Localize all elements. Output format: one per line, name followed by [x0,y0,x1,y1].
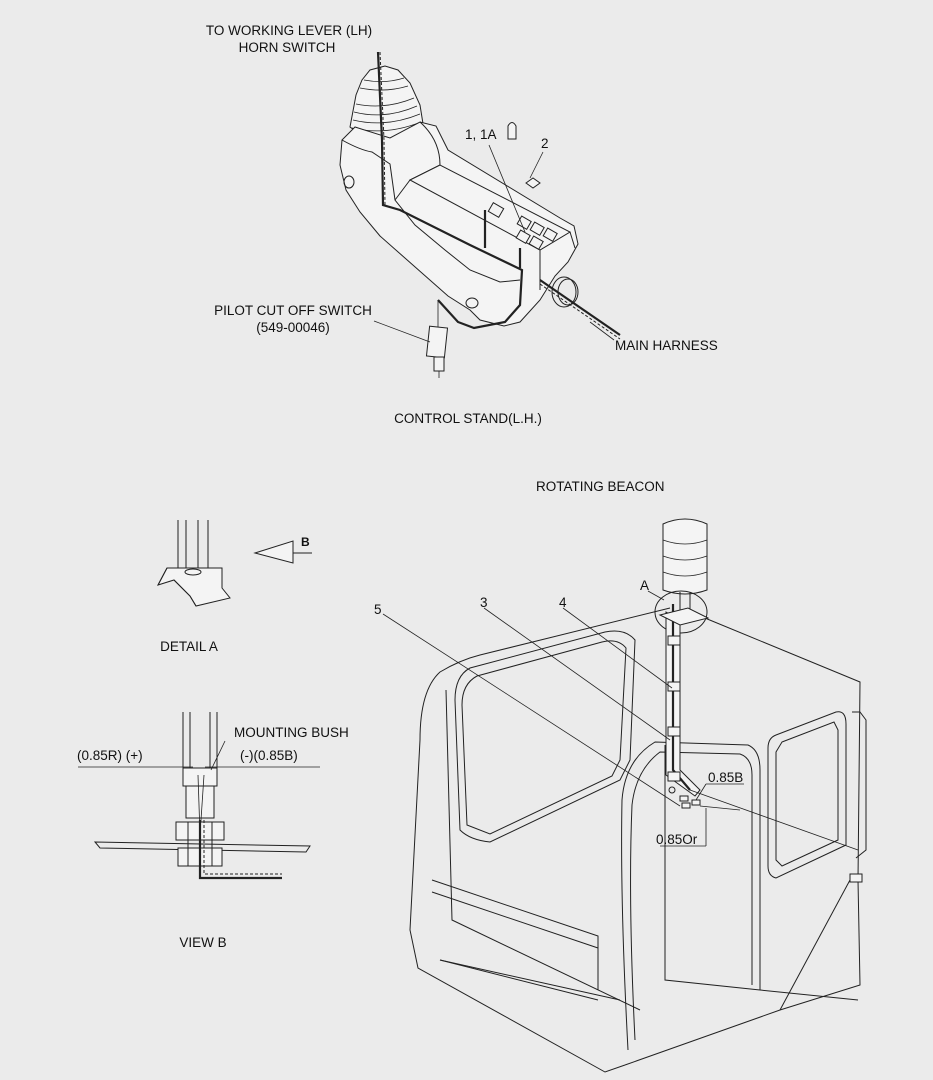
wire-085or-label: 0.85Or [656,832,698,847]
wire-minus-085b-label: (-)(0.85B) [240,748,298,763]
detail-a-drawing [156,520,312,607]
control-stand-drawing [339,51,621,378]
callout-3: 3 [480,595,488,610]
callout-2: 2 [541,136,549,151]
working-lever-label: TO WORKING LEVER (LH) [206,23,372,38]
detail-a-marker: A [640,578,649,593]
callout-5: 5 [374,602,382,617]
wire-085b-label: 0.85B [708,770,743,785]
view-b-caption: VIEW B [179,935,226,950]
callout-1-1a: 1, 1A [465,127,497,142]
callout-4: 4 [559,595,567,610]
rotating-beacon-label: ROTATING BEACON [536,479,665,494]
mounting-bush-label: MOUNTING BUSH [234,725,349,740]
cab-drawing [382,518,867,1073]
labels: TO WORKING LEVER (LH) HORN SWITCH 1, 1A … [77,23,743,950]
horn-switch-label: HORN SWITCH [239,40,336,55]
view-b-marker: B [301,535,310,549]
wire-085r-plus-label: (0.85R) (+) [77,748,143,763]
pilot-part-number: (549-00046) [256,320,330,335]
main-harness-label: MAIN HARNESS [615,338,718,353]
control-stand-caption: CONTROL STAND(L.H.) [394,411,542,426]
view-b-drawing [78,712,320,880]
detail-a-caption: DETAIL A [160,639,218,654]
pilot-cut-off-switch-label: PILOT CUT OFF SWITCH [214,303,372,318]
